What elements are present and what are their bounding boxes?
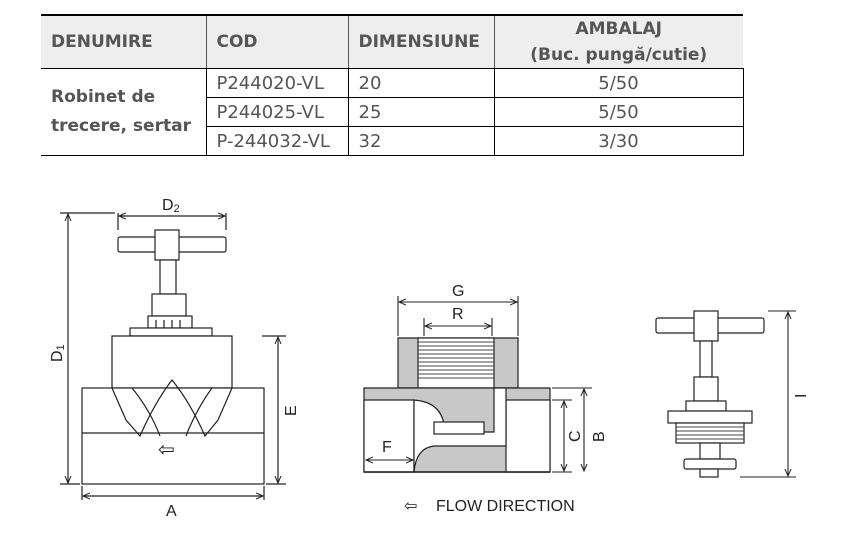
label-f: F	[382, 439, 392, 456]
header-cod: COD	[205, 14, 349, 69]
label-d1-main: D	[49, 350, 66, 362]
flow-direction-label: FLOW DIRECTION	[436, 498, 575, 515]
header-ambalaj: AMBALAJ (Buc. pungă/cutie)	[493, 14, 743, 69]
cell-dimension: 32	[347, 126, 495, 156]
label-a: A	[166, 503, 177, 520]
label-d2: D2	[162, 197, 180, 215]
valve-section-view	[363, 337, 551, 473]
label-d1-sub: 1	[55, 344, 67, 350]
cell-packaging: 5/50	[493, 97, 744, 127]
header-dimensiune: DIMENSIUNE	[347, 14, 495, 69]
technical-drawings: D2 D1 E A ⇦	[49, 197, 810, 520]
product-name-line2: trecere, sertar	[51, 116, 191, 136]
section-dimensions	[366, 296, 592, 473]
header-ambalaj-line1: AMBALAJ	[575, 19, 662, 39]
table-row: Robinet de trecere, sertar P244020-VL 20…	[41, 68, 744, 156]
valve-front-view	[60, 212, 286, 500]
label-c: C	[567, 430, 584, 442]
table-row: P-244032-VL 32 3/30	[41, 126, 744, 156]
label-r: R	[452, 306, 464, 323]
valve-cartridge-view	[655, 310, 765, 478]
cell-packaging: 5/50	[493, 68, 744, 98]
cell-code: P-244032-VL	[205, 126, 349, 156]
table-row: P244025-VL 25 5/50	[41, 97, 744, 127]
product-name-cell: Robinet de trecere, sertar	[41, 68, 207, 156]
product-name-line1: Robinet de	[51, 87, 156, 107]
label-i: I	[793, 394, 810, 398]
label-d2-main: D	[162, 197, 174, 214]
cell-packaging: 3/30	[493, 126, 744, 156]
cell-dimension: 25	[347, 97, 495, 127]
label-d1: D1	[49, 344, 67, 362]
flow-direction-arrow-icon: ⇦	[404, 498, 417, 515]
cell-dimension: 20	[347, 68, 495, 98]
label-g: G	[452, 283, 464, 300]
spec-table: DENUMIRE COD DIMENSIUNE AMBALAJ (Buc. pu…	[41, 14, 744, 156]
header-denumire: DENUMIRE	[41, 14, 207, 69]
cartridge-dimension	[740, 310, 796, 478]
label-b: B	[591, 431, 608, 442]
table-header-row: DENUMIRE COD DIMENSIUNE AMBALAJ (Buc. pu…	[41, 14, 743, 69]
label-e: E	[283, 405, 300, 416]
cell-code: P244025-VL	[205, 97, 349, 127]
cell-code: P244020-VL	[205, 68, 349, 98]
header-ambalaj-line2: (Buc. pungă/cutie)	[530, 45, 708, 65]
flow-arrow-icon: ⇦	[158, 439, 175, 461]
label-d2-sub: 2	[174, 203, 180, 215]
